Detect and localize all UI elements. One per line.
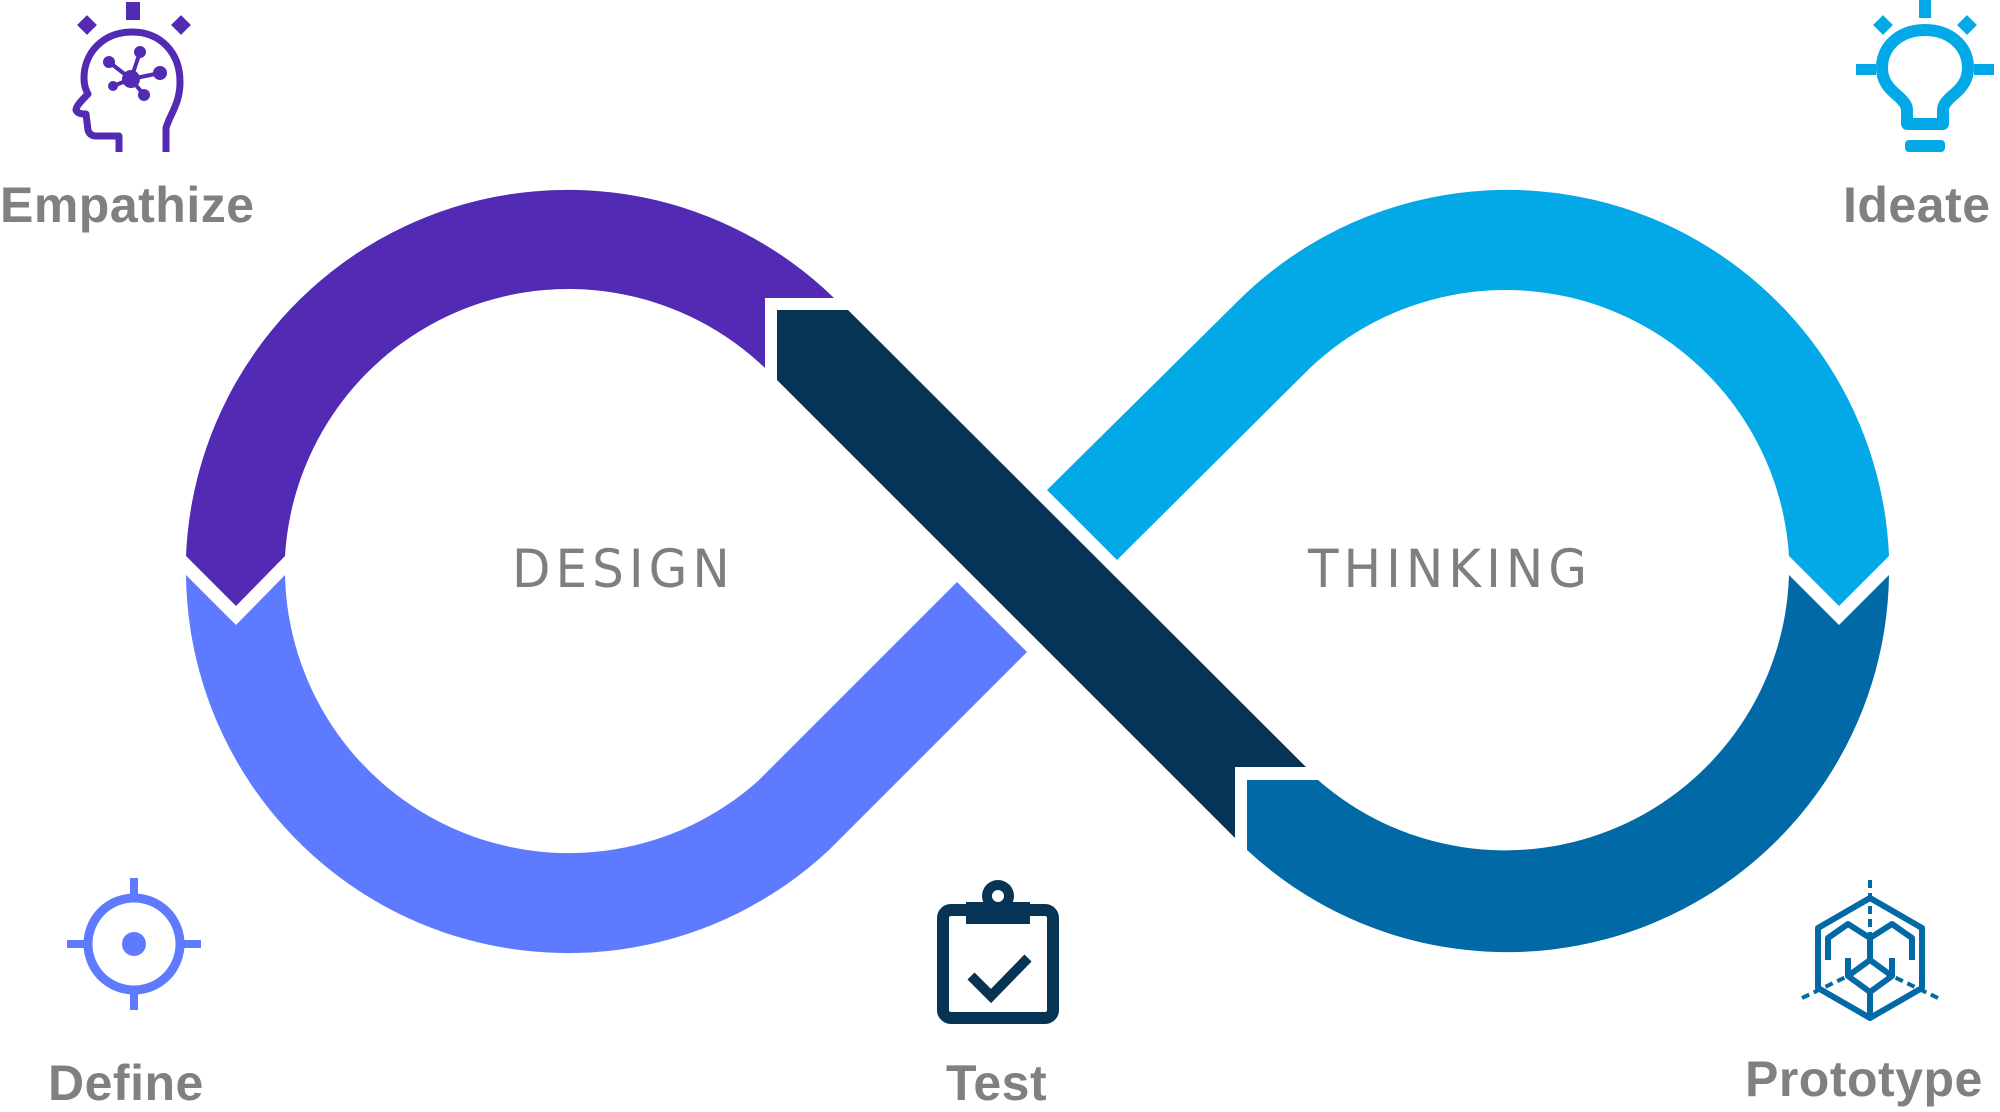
stage-label-define: Define: [48, 1055, 204, 1111]
segment-define: [186, 575, 1027, 954]
lightbulb-icon: [1856, 0, 1994, 152]
target-crosshair-icon: [67, 878, 201, 1010]
center-word-thinking: THINKING: [1308, 538, 1592, 600]
segment-empathize: [186, 189, 834, 607]
segment-test: [777, 310, 1306, 838]
stage-label-test: Test: [946, 1055, 1048, 1111]
wireframe-cube-icon: [1801, 880, 1939, 1021]
clipboard-check-icon: [937, 880, 1059, 1024]
stage-label-ideate: Ideate: [1843, 177, 1991, 233]
stage-label-empathize: Empathize: [0, 177, 255, 233]
stage-label-prototype: Prototype: [1745, 1051, 1983, 1107]
segment-ideate: [1047, 189, 1889, 607]
head-network-icon: [72, 2, 191, 152]
center-word-design: DESIGN: [512, 538, 735, 600]
segment-prototype: [1247, 575, 1889, 953]
